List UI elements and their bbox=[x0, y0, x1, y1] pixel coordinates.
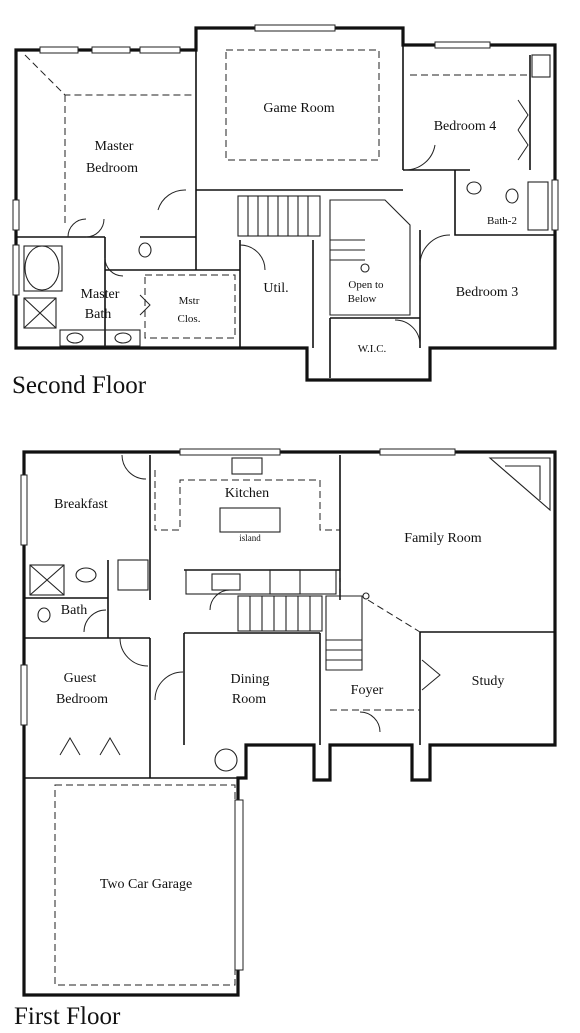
game-room-label: Game Room bbox=[263, 101, 334, 116]
second-floor-stairs bbox=[237, 195, 411, 316]
bedroom-3-label: Bedroom 3 bbox=[456, 285, 519, 300]
wic-label: W.I.C. bbox=[358, 343, 387, 355]
open-to-below-label-line2: Below bbox=[348, 293, 377, 305]
first-floor-plan: Breakfast Kitchen island Family Room Bat… bbox=[14, 448, 557, 1030]
master-bath-label-line2: Bath bbox=[85, 307, 111, 322]
water-heater bbox=[214, 748, 238, 772]
kitchen-island bbox=[219, 507, 281, 533]
master-bedroom-label-line2: Bedroom bbox=[86, 161, 138, 176]
second-floor-windows bbox=[12, 24, 559, 296]
first-floor-bath-fixtures bbox=[29, 564, 97, 623]
foyer-label: Foyer bbox=[351, 683, 384, 698]
second-floor-doors bbox=[67, 99, 529, 346]
open-to-below-label-line1: Open to bbox=[348, 279, 384, 291]
kitchen-label: Kitchen bbox=[225, 486, 269, 501]
first-floor-ceiling-lines bbox=[54, 470, 421, 986]
bedroom-4-label: Bedroom 4 bbox=[434, 119, 497, 134]
front-porch bbox=[329, 744, 413, 780]
master-bedroom-label-line1: Master bbox=[95, 139, 134, 154]
first-floor-stairs bbox=[237, 592, 370, 671]
dining-room-label-line1: Dining bbox=[231, 672, 270, 687]
bath-2-label: Bath-2 bbox=[487, 215, 517, 227]
second-floor-fixtures bbox=[23, 54, 551, 347]
breakfast-label: Breakfast bbox=[54, 497, 108, 512]
fireplace bbox=[488, 457, 551, 512]
dining-room-label-line2: Room bbox=[232, 692, 266, 707]
first-floor-room-labels: Breakfast Kitchen island Family Room Bat… bbox=[54, 486, 504, 892]
second-floor-room-labels: Game Room Master Bedroom Bedroom 4 Bath-… bbox=[81, 101, 519, 355]
family-room-label: Family Room bbox=[404, 531, 482, 546]
second-floor-title: Second Floor bbox=[12, 372, 147, 399]
second-floor-plan: Game Room Master Bedroom Bedroom 4 Bath-… bbox=[12, 24, 559, 399]
master-bath-label-line1: Master bbox=[81, 287, 120, 302]
garage-label: Two Car Garage bbox=[100, 877, 192, 892]
util-label: Util. bbox=[263, 281, 288, 296]
second-floor-ceiling-lines bbox=[24, 49, 530, 339]
island-label: island bbox=[239, 533, 261, 543]
mstr-clos-label-line1: Mstr bbox=[179, 295, 200, 307]
bath-label: Bath bbox=[61, 603, 87, 618]
mstr-clos-label-line2: Clos. bbox=[178, 313, 201, 325]
first-floor-title: First Floor bbox=[14, 1003, 121, 1030]
study-label: Study bbox=[472, 674, 505, 689]
first-floor-doors bbox=[59, 454, 441, 756]
first-floor-interior-walls bbox=[24, 455, 555, 779]
second-floor-outer-wall bbox=[14, 26, 557, 382]
guest-bedroom-label-line1: Guest bbox=[64, 671, 97, 686]
guest-bedroom-label-line2: Bedroom bbox=[56, 692, 108, 707]
